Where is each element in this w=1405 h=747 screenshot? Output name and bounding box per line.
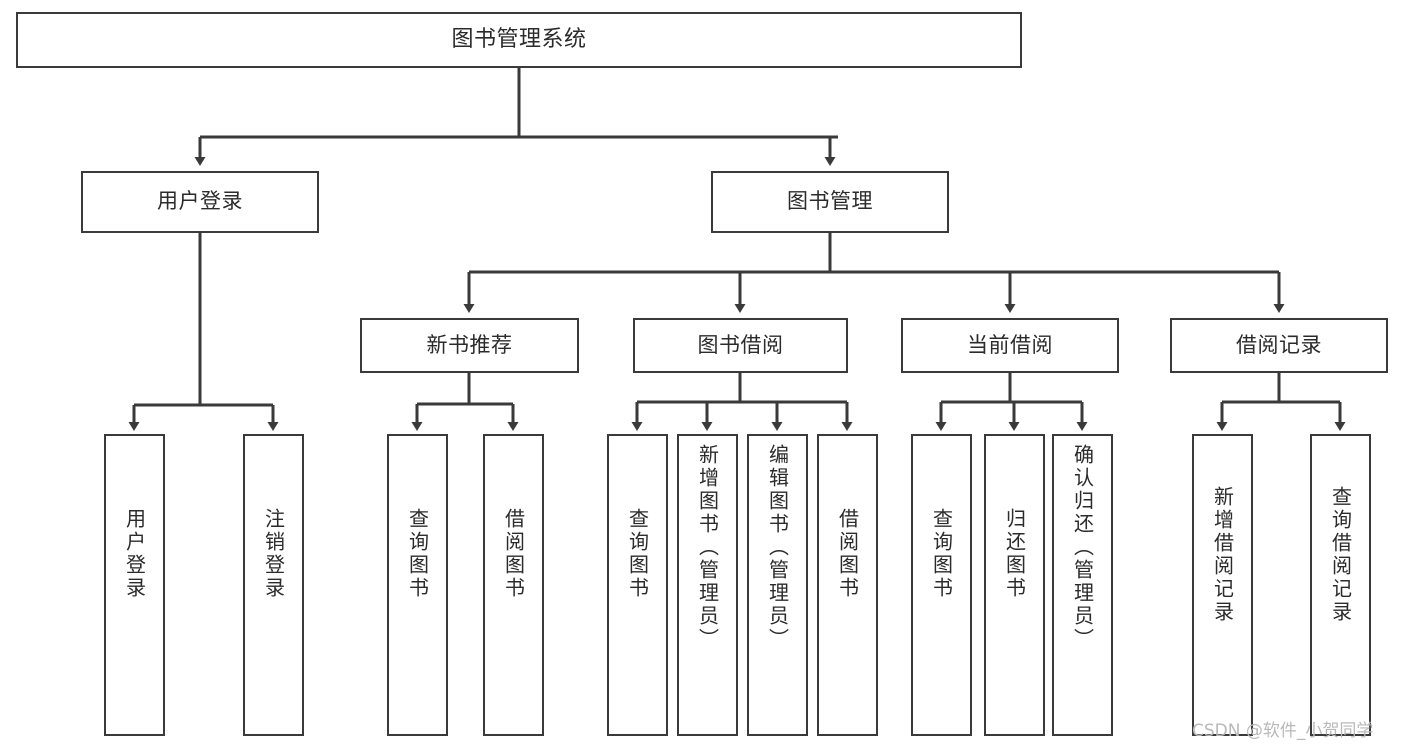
node-root[interactable]: 图书管理系统 (16, 12, 1022, 68)
node-leaf-query-book-3-label: 查询图书 (929, 508, 954, 600)
node-borrow-record[interactable]: 借阅记录 (1170, 318, 1388, 373)
node-leaf-query-book-1[interactable]: 查询图书 (387, 434, 448, 736)
node-user-login-label: 用户登录 (157, 189, 243, 214)
node-leaf-borrow-book-1-label: 借阅图书 (501, 508, 526, 600)
watermark-text: CSDN @软件_小贺同学 (1192, 721, 1374, 741)
node-new-book-rec[interactable]: 新书推荐 (360, 318, 579, 373)
node-user-login[interactable]: 用户登录 (81, 171, 319, 233)
node-leaf-query-book-2-label: 查询图书 (625, 508, 650, 600)
node-current-borrow[interactable]: 当前借阅 (901, 318, 1119, 373)
node-leaf-user-logout-label: 注销登录 (261, 508, 286, 600)
node-leaf-edit-book[interactable]: 编辑图书（管理员） (747, 434, 808, 736)
node-leaf-add-record[interactable]: 新增借阅记录 (1192, 434, 1253, 736)
node-current-borrow-label: 当前借阅 (967, 332, 1053, 357)
node-leaf-query-record[interactable]: 查询借阅记录 (1310, 434, 1371, 736)
node-leaf-edit-book-label: 编辑图书（管理员） (765, 444, 790, 651)
node-leaf-query-book-3[interactable]: 查询图书 (911, 434, 972, 736)
node-leaf-user-logout[interactable]: 注销登录 (243, 434, 304, 736)
node-leaf-confirm-return-label: 确认归还（管理员） (1070, 444, 1095, 651)
node-new-book-rec-label: 新书推荐 (426, 332, 513, 357)
node-leaf-borrow-book-1[interactable]: 借阅图书 (483, 434, 544, 736)
node-book-manage-label: 图书管理 (787, 189, 873, 214)
node-borrow-record-label: 借阅记录 (1236, 332, 1322, 357)
node-leaf-query-book-1-label: 查询图书 (405, 508, 430, 600)
node-leaf-return-book[interactable]: 归还图书 (984, 434, 1045, 736)
node-leaf-return-book-label: 归还图书 (1002, 508, 1027, 600)
node-leaf-add-record-label: 新增借阅记录 (1210, 486, 1235, 624)
node-root-label: 图书管理系统 (451, 26, 587, 52)
node-book-borrow[interactable]: 图书借阅 (633, 318, 848, 373)
node-leaf-query-record-label: 查询借阅记录 (1328, 486, 1353, 624)
node-leaf-user-login-label: 用户登录 (122, 508, 147, 600)
node-leaf-borrow-book-2[interactable]: 借阅图书 (817, 434, 878, 736)
node-leaf-confirm-return[interactable]: 确认归还（管理员） (1052, 434, 1113, 736)
node-book-manage[interactable]: 图书管理 (711, 171, 949, 233)
node-book-borrow-label: 图书借阅 (697, 332, 784, 357)
node-leaf-query-book-2[interactable]: 查询图书 (607, 434, 668, 736)
node-leaf-borrow-book-2-label: 借阅图书 (835, 508, 860, 600)
node-leaf-add-book[interactable]: 新增图书（管理员） (677, 434, 738, 736)
node-leaf-add-book-label: 新增图书（管理员） (695, 444, 720, 651)
node-leaf-user-login[interactable]: 用户登录 (104, 434, 165, 736)
